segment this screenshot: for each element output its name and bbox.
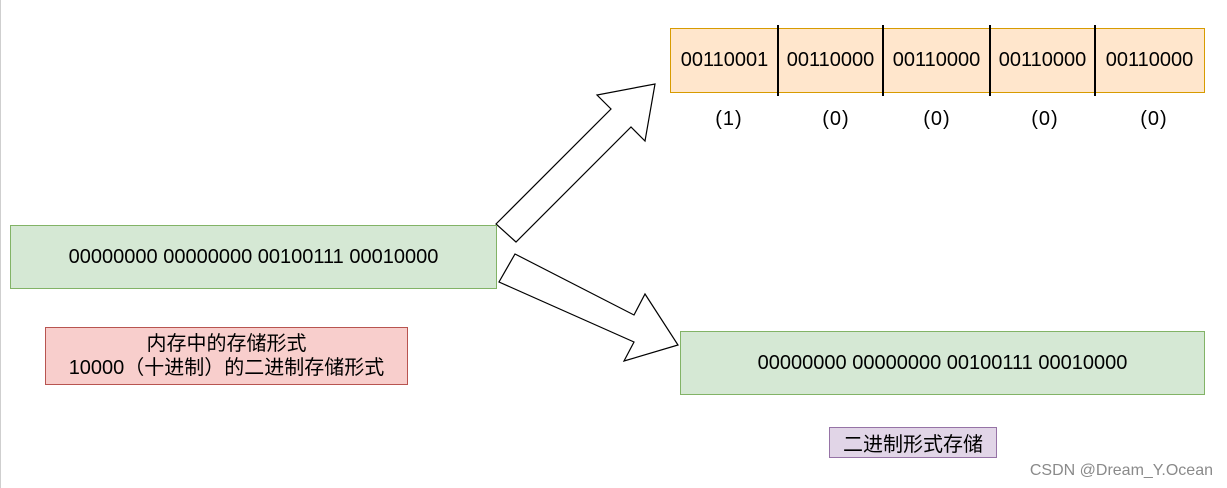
char-cell-divider xyxy=(989,25,991,96)
char-label-1: (1) xyxy=(715,108,743,130)
char-cell-5: 00110000 xyxy=(1105,49,1194,71)
char-label-5: (0) xyxy=(1140,108,1168,130)
memory-storage-label-line1: 内存中的存储形式 xyxy=(146,333,307,355)
memory-storage-label-line2: 10000（十进制）的二进制存储形式 xyxy=(68,357,385,379)
char-label-3: (0) xyxy=(923,108,951,130)
arrow-to-char-storage xyxy=(495,83,656,243)
watermark: CSDN @Dream_Y.Ocean xyxy=(1029,462,1213,479)
char-cell-3: 00110000 xyxy=(892,49,981,71)
binary-storage-box: 00000000 00000000 00100111 00010000 xyxy=(680,331,1205,395)
memory-binary-text: 00000000 00000000 00100111 00010000 xyxy=(68,245,439,268)
char-cell-divider xyxy=(882,25,884,96)
char-cell-1: 00110001 xyxy=(680,49,769,71)
arrow-to-binary-storage xyxy=(498,253,679,362)
char-label-4: (0) xyxy=(1031,108,1059,130)
binary-storage-label: 二进制形式存储 xyxy=(829,427,997,458)
char-cell-4: 00110000 xyxy=(998,49,1087,71)
char-storage-row: 00110001 00110000 00110000 00110000 0011… xyxy=(670,25,1205,96)
char-cell-divider xyxy=(1094,25,1096,96)
memory-binary-box: 00000000 00000000 00100111 00010000 xyxy=(10,225,497,289)
binary-storage-text: 00000000 00000000 00100111 00010000 xyxy=(757,351,1128,374)
memory-storage-label: 内存中的存储形式 10000（十进制）的二进制存储形式 xyxy=(45,327,408,385)
binary-storage-label-text: 二进制形式存储 xyxy=(843,434,983,456)
char-cell-2: 00110000 xyxy=(786,49,875,71)
char-label-2: (0) xyxy=(822,108,850,130)
page-left-border xyxy=(0,0,1,488)
char-cell-divider xyxy=(777,25,779,96)
